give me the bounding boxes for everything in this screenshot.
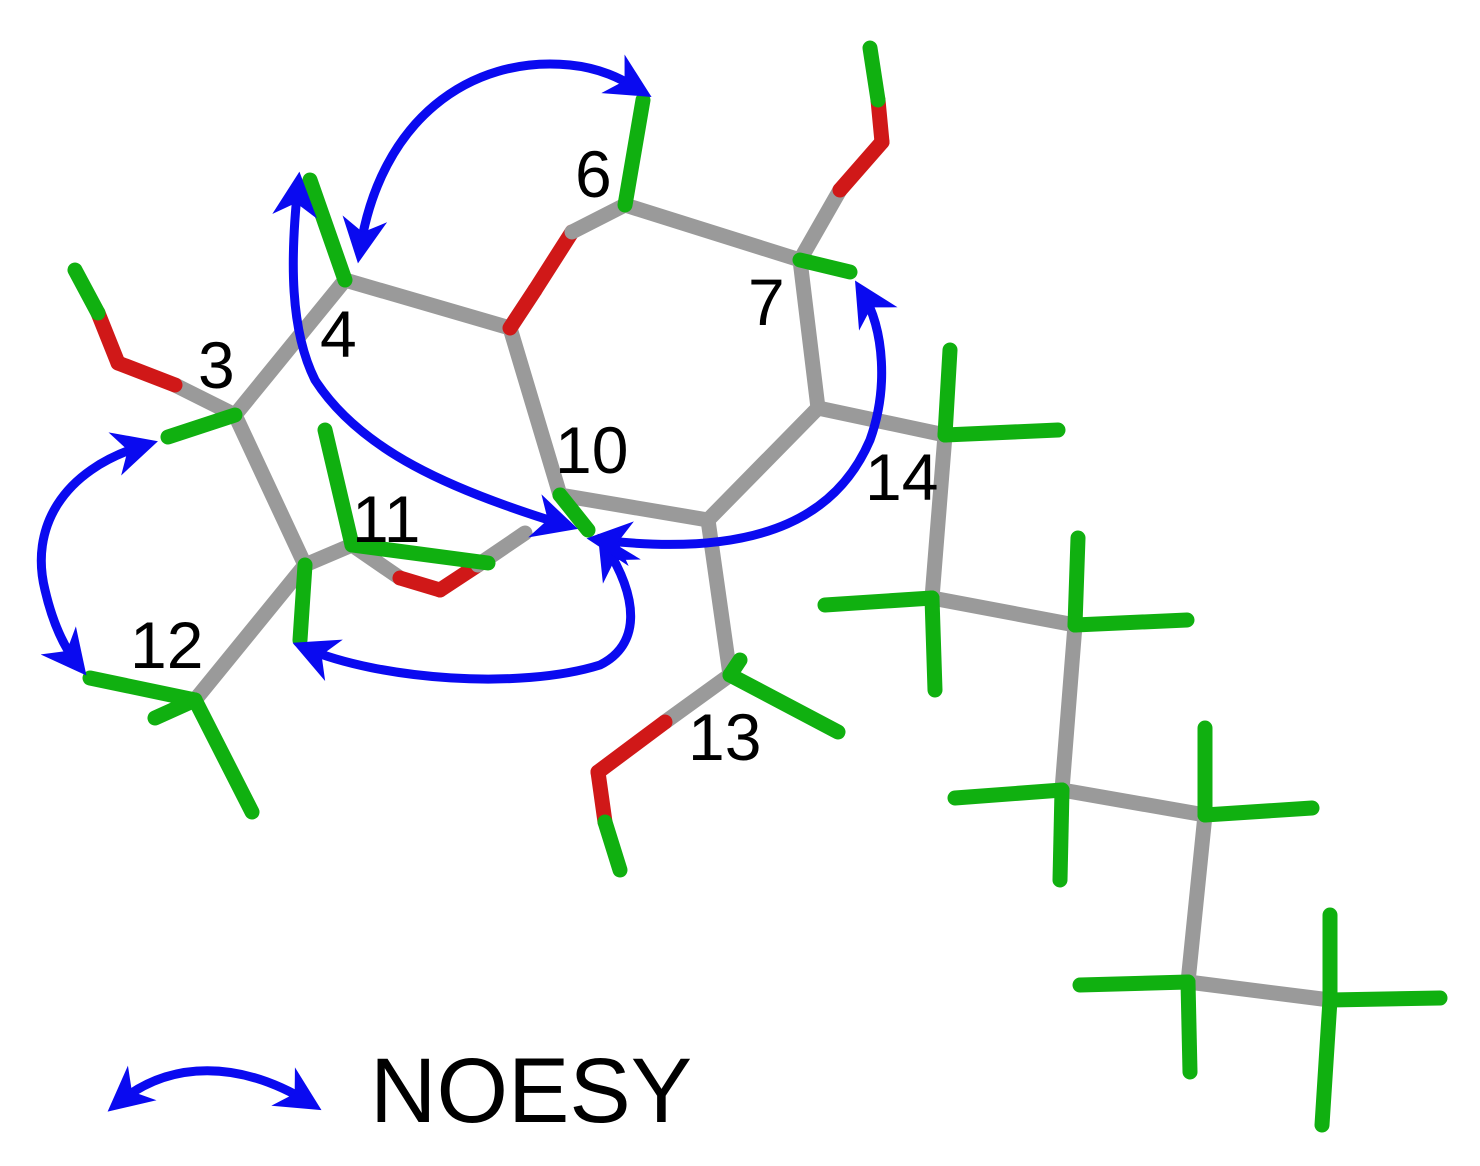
bond-58: [1052, 782, 1070, 888]
bond-60: [1197, 800, 1320, 823]
bond-43: [317, 422, 360, 553]
bond-16: [1054, 782, 1213, 823]
atom-label-7: 7: [748, 265, 785, 339]
noesy-arrow-h7-h14: [586, 280, 898, 567]
bond-62: [1180, 974, 1198, 1080]
bond-36: [590, 764, 613, 830]
bond-23: [832, 134, 890, 198]
bond-61: [1072, 974, 1196, 993]
atom-label-13: 13: [688, 700, 761, 774]
bond-34: [657, 667, 738, 730]
atom-label-11: 11: [352, 482, 421, 556]
bond-53: [817, 590, 940, 613]
bond-6: [700, 400, 826, 528]
bond-13: [924, 427, 953, 606]
bond-8: [227, 407, 313, 573]
noesy-arrow-h11-h10: [292, 533, 641, 684]
bond-28: [90, 305, 126, 371]
bond-2: [502, 320, 568, 503]
bond-9: [187, 557, 313, 708]
bond-5: [792, 252, 826, 416]
bond-45: [292, 557, 313, 648]
atom-labels: 3 4 6 7 10 11 12 13 14: [130, 137, 938, 774]
bond-1: [337, 272, 518, 336]
bond-22: [792, 182, 848, 268]
bond-25: [862, 40, 886, 108]
bond-46: [82, 670, 203, 708]
bond-38: [302, 172, 353, 288]
legend-label: NOESY: [370, 1040, 692, 1142]
bond-21: [502, 282, 543, 336]
bond-26: [167, 377, 243, 423]
bond-65: [1314, 992, 1338, 1133]
noesy-arrow-h4-h10: [272, 171, 578, 538]
legend: NOESY: [107, 1040, 692, 1142]
bond-40: [792, 252, 858, 280]
atom-label-6: 6: [575, 137, 612, 211]
bond-64: [1322, 990, 1448, 1008]
molecule-bonds: [67, 40, 1448, 1133]
noesy-correlations: [36, 54, 898, 684]
bond-54: [924, 590, 943, 698]
bond-35: [590, 714, 673, 780]
bond-19: [527, 224, 580, 298]
bond-50: [722, 667, 846, 740]
bond-4: [617, 197, 808, 268]
bond-55: [1067, 530, 1086, 633]
atom-label-14: 14: [865, 440, 938, 514]
atom-label-12: 12: [130, 608, 203, 682]
atom-label-3: 3: [198, 328, 235, 402]
bond-29: [67, 262, 106, 321]
bond-57: [947, 782, 1070, 806]
bond-52: [937, 422, 1066, 443]
bond-41: [160, 407, 243, 445]
bond-15: [1054, 617, 1083, 798]
atom-label-10: 10: [555, 413, 628, 487]
bond-48: [187, 692, 260, 820]
bond-39: [617, 92, 651, 213]
bond-14: [924, 590, 1083, 633]
bond-56: [1067, 612, 1195, 633]
noesy-arrow-h4-h6: [342, 54, 652, 264]
bond-17: [1180, 807, 1213, 990]
bond-10: [297, 537, 360, 573]
legend-noesy-arrow: [107, 1065, 322, 1112]
noesy-arrow-h3-h12: [36, 432, 158, 676]
bond-27: [110, 355, 183, 393]
bond-37: [597, 814, 628, 878]
atom-label-4: 4: [320, 297, 357, 371]
bond-51: [937, 342, 958, 443]
bond-18: [1180, 974, 1338, 1008]
